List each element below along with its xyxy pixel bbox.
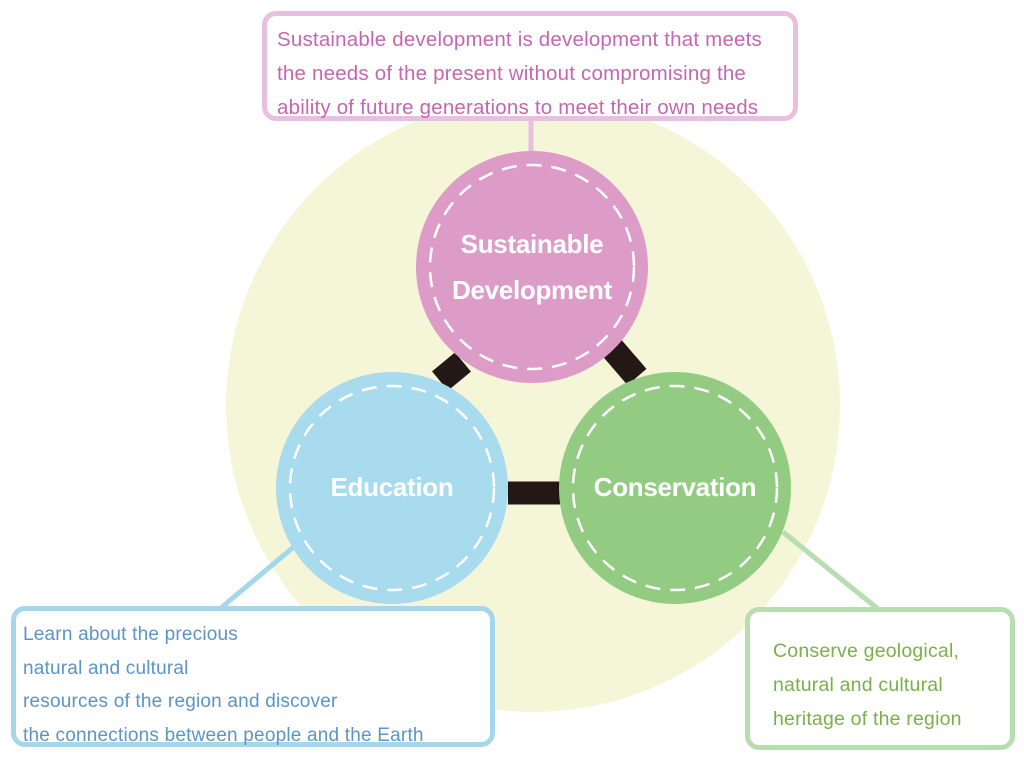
- definition-line: the needs of the present without comprom…: [277, 62, 747, 85]
- education-label: Education: [330, 472, 454, 502]
- bar-sd-conservation: [602, 339, 647, 386]
- conservation-label: Conservation: [593, 472, 757, 502]
- conservation-circle: [559, 372, 791, 604]
- education-description-line: resources of the region and discover: [23, 691, 338, 712]
- education-dashed-ring: [288, 384, 496, 592]
- sustainable-development-definition-box: Sustainable development is development t…: [262, 11, 798, 121]
- sustainable-development-label-line-2: Development: [452, 275, 612, 305]
- conservation-description-box: Conserve geological, natural and cultura…: [745, 607, 1015, 750]
- definition-line: Sustainable development is development t…: [277, 28, 763, 51]
- conservation-dashed-ring: [571, 384, 779, 592]
- conservation-description-line: heritage of the region: [773, 708, 962, 730]
- education-description-line: natural and cultural: [23, 657, 189, 679]
- sustainable-development-label-line-1: Sustainable: [460, 229, 604, 259]
- conservation-description-line: natural and cultural: [773, 674, 943, 696]
- education-description-line: Learn about the precious: [23, 624, 239, 645]
- definition-line: ability of future generations to meet th…: [277, 96, 759, 119]
- sustainable-development-circle: [416, 151, 648, 383]
- sustainable-development-dashed-ring: [428, 163, 636, 371]
- connector-line-left: [220, 543, 298, 609]
- education-description-box: Learn about the precious natural and cul…: [11, 606, 495, 747]
- sustainable-development-label: Sustainable Development: [416, 221, 648, 313]
- education-description-line: the connections between people and the E…: [23, 724, 424, 746]
- bar-sd-education: [432, 352, 471, 391]
- connector-line-right: [781, 530, 880, 611]
- education-circle: [276, 372, 508, 604]
- conservation-description-line: Conserve geological,: [773, 640, 960, 662]
